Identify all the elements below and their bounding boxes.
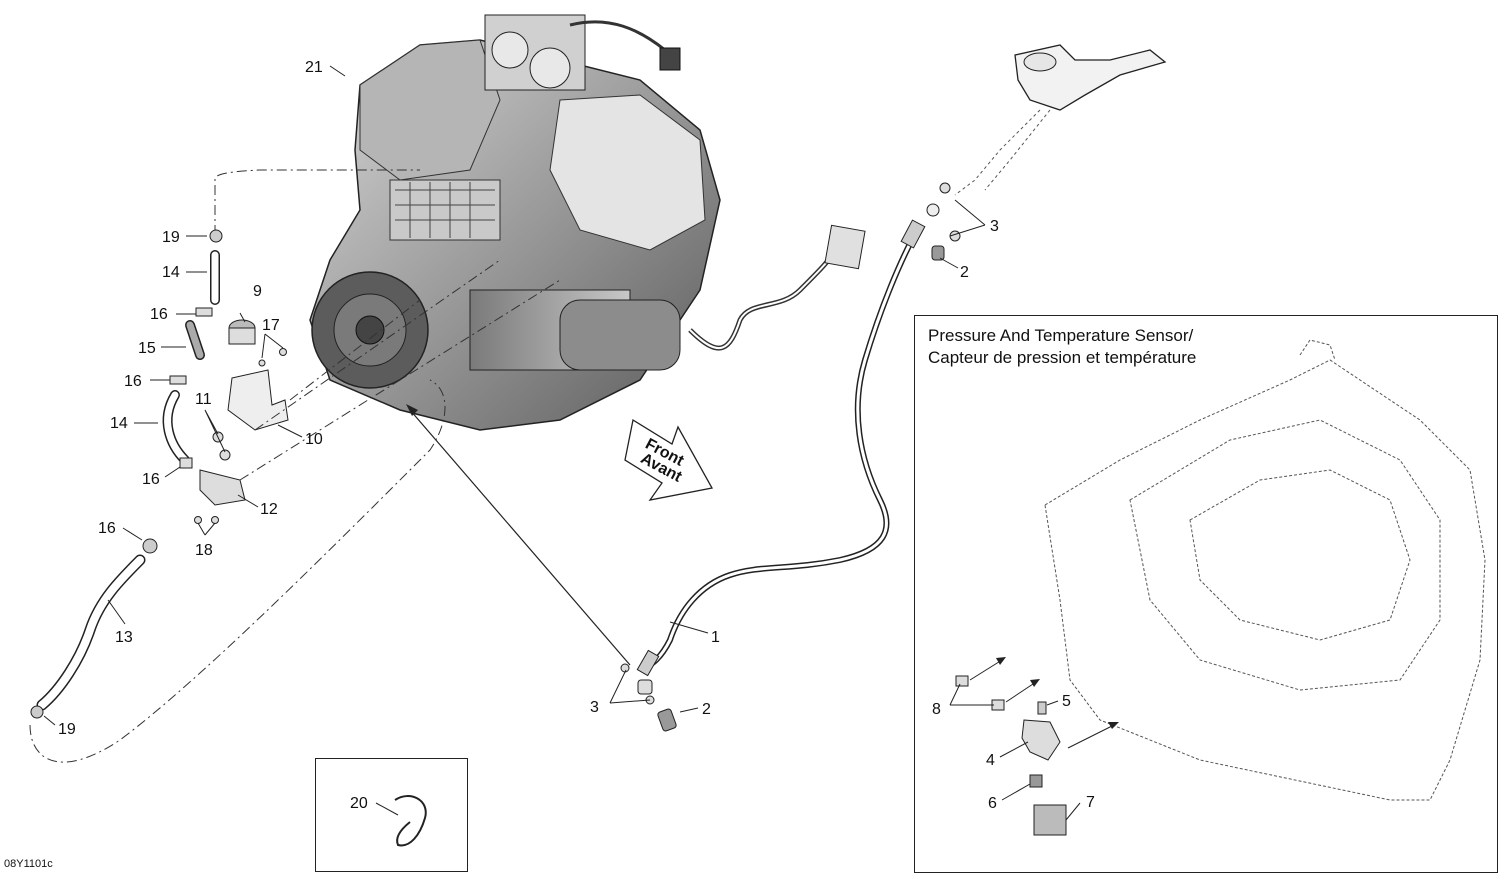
callout-18: 18 — [195, 542, 213, 559]
airbox-illustration — [1044, 339, 1486, 801]
callout-12: 12 — [260, 501, 278, 518]
callout-19: 19 — [162, 229, 180, 246]
callout-19: 19 — [58, 721, 76, 738]
callout-16: 16 — [124, 373, 142, 390]
callout-6: 6 — [988, 795, 997, 812]
callout-17: 17 — [262, 317, 280, 334]
vent-hose-assembly — [29, 169, 561, 763]
callout-11: 11 — [195, 391, 212, 408]
callout-14: 14 — [110, 415, 128, 432]
callout-3: 3 — [590, 699, 599, 716]
callout-13: 13 — [115, 629, 133, 646]
sensor-parts — [955, 657, 1119, 836]
callout-leaders — [43, 65, 1081, 821]
callout-20: 20 — [350, 795, 368, 812]
brake-lever-illustration — [954, 44, 1167, 196]
callout-16: 16 — [150, 306, 168, 323]
callout-labels: 21 19 14 9 16 17 15 16 11 14 10 16 12 16… — [58, 59, 1095, 812]
clip-illustration — [394, 795, 427, 847]
inset-title-fr: Capteur de pression et température — [928, 348, 1197, 367]
callout-8: 8 — [932, 701, 941, 718]
document-reference: 08Y1101c — [4, 858, 53, 870]
callout-16: 16 — [98, 520, 116, 537]
callout-14: 14 — [162, 264, 180, 281]
callout-15: 15 — [138, 340, 156, 357]
callout-9: 9 — [253, 283, 262, 300]
assembly-arrowhead — [406, 404, 418, 416]
callout-2: 2 — [702, 701, 711, 718]
front-direction-arrow: Front Avant — [624, 418, 714, 501]
callout-1: 1 — [711, 629, 720, 646]
callout-7: 7 — [1086, 794, 1095, 811]
callout-16: 16 — [142, 471, 160, 488]
sensor-inset-frame — [914, 315, 1498, 873]
callout-2: 2 — [960, 264, 969, 281]
assembly-arrow-line — [409, 409, 631, 666]
engine-illustration — [309, 14, 866, 431]
callout-21: 21 — [305, 59, 323, 76]
callout-5: 5 — [1062, 693, 1071, 710]
callout-10: 10 — [305, 431, 323, 448]
inset-title-en: Pressure And Temperature Sensor/ — [928, 326, 1194, 345]
callout-3: 3 — [990, 218, 999, 235]
clip-inset-frame — [315, 758, 468, 872]
callout-4: 4 — [986, 752, 995, 769]
